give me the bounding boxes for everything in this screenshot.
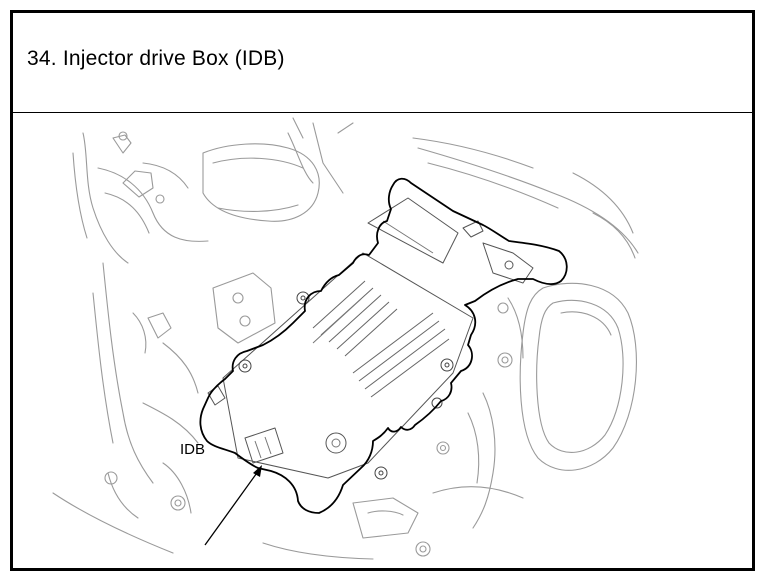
illustration-svg [52, 117, 639, 560]
engine-bay-illustration [13, 113, 752, 568]
idb-callout-label: IDB [180, 441, 206, 458]
idb-callout-leader [204, 465, 262, 546]
diagram-frame: 34. Injector drive Box (IDB) [10, 10, 755, 571]
idb-highlight-outline [199, 177, 568, 514]
surrounding-engine-parts [52, 117, 639, 560]
idb-module [207, 197, 534, 480]
faint-top-marks [24, 1, 144, 12]
header-panel: 34. Injector drive Box (IDB) [13, 13, 752, 113]
page-title: 34. Injector drive Box (IDB) [27, 47, 285, 70]
